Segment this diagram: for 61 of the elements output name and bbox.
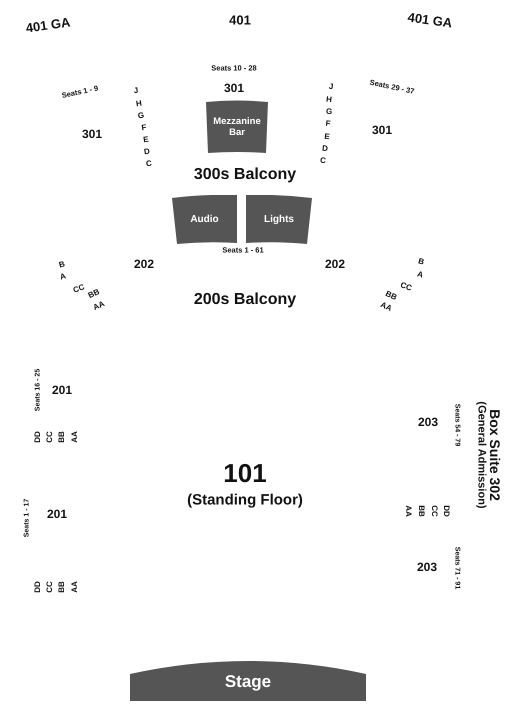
section-label: F (325, 120, 331, 128)
section-label: CC (430, 505, 438, 517)
section-label: D (144, 148, 150, 156)
section-label: H (326, 96, 332, 104)
section-label: J (328, 82, 334, 92)
section-label: AA (71, 431, 79, 443)
section-label: AA (404, 505, 412, 517)
audio-booth (171, 195, 238, 244)
section-label: A (59, 272, 67, 282)
section-label: E (324, 132, 330, 142)
section-label: Box Suite 302 (488, 409, 502, 501)
section-label: BB (384, 290, 398, 302)
section-label: DD (442, 505, 450, 517)
section-label: 301 (82, 128, 102, 140)
section-label: A (416, 270, 424, 280)
section-label: 401 GA (406, 10, 454, 30)
section-label: (General Admission) (476, 401, 486, 509)
section-label: E (142, 136, 150, 144)
section-label: DD (34, 581, 42, 593)
section-label: F (141, 124, 147, 132)
section-label: C (146, 160, 152, 168)
section-label: H (136, 100, 142, 108)
section-label: 203 (418, 416, 438, 428)
bar-area (205, 100, 269, 154)
section-label: 301 (372, 124, 392, 136)
section-label: 301 (224, 82, 244, 94)
section-label: BB (58, 431, 66, 443)
section-label: CC (72, 283, 86, 295)
section-label: 200s Balcony (194, 292, 296, 308)
section-label: 401 GA (24, 15, 72, 35)
section-label: DD (34, 431, 42, 443)
section-label: J (133, 86, 139, 96)
section-label: (Standing Floor) (187, 492, 303, 508)
section-label: BB (58, 581, 66, 593)
section-label: 202 (324, 258, 346, 270)
section-label: 202 (134, 258, 154, 270)
section-label: 201 (46, 508, 68, 520)
section-label: 101 (223, 460, 267, 486)
section-label: AA (379, 300, 393, 314)
section-label: G (325, 108, 333, 116)
section-label: BB (87, 288, 101, 300)
section-label: BB (417, 505, 425, 517)
section-label: G (137, 112, 145, 120)
section-label: 300s Balcony (194, 167, 296, 183)
section-label: CC (46, 431, 54, 443)
lights-booth (245, 195, 313, 244)
section-label: AA (71, 581, 79, 593)
section-label: AA (92, 300, 106, 312)
section-name: Stage (224, 672, 272, 693)
section-label: C (320, 156, 326, 166)
section-name: Audio (190, 214, 219, 226)
section-label: B (417, 257, 425, 267)
section-label: CC (46, 581, 54, 593)
section-label: B (58, 260, 66, 270)
section-label: 201 (52, 384, 72, 396)
section-label: 203 (416, 561, 438, 573)
section-label: CC (399, 281, 413, 293)
section-label: D (322, 144, 328, 154)
section-name: Lights (264, 214, 294, 226)
section-label: 401 (229, 14, 251, 26)
section-name: Mezzanine Bar (212, 116, 262, 138)
